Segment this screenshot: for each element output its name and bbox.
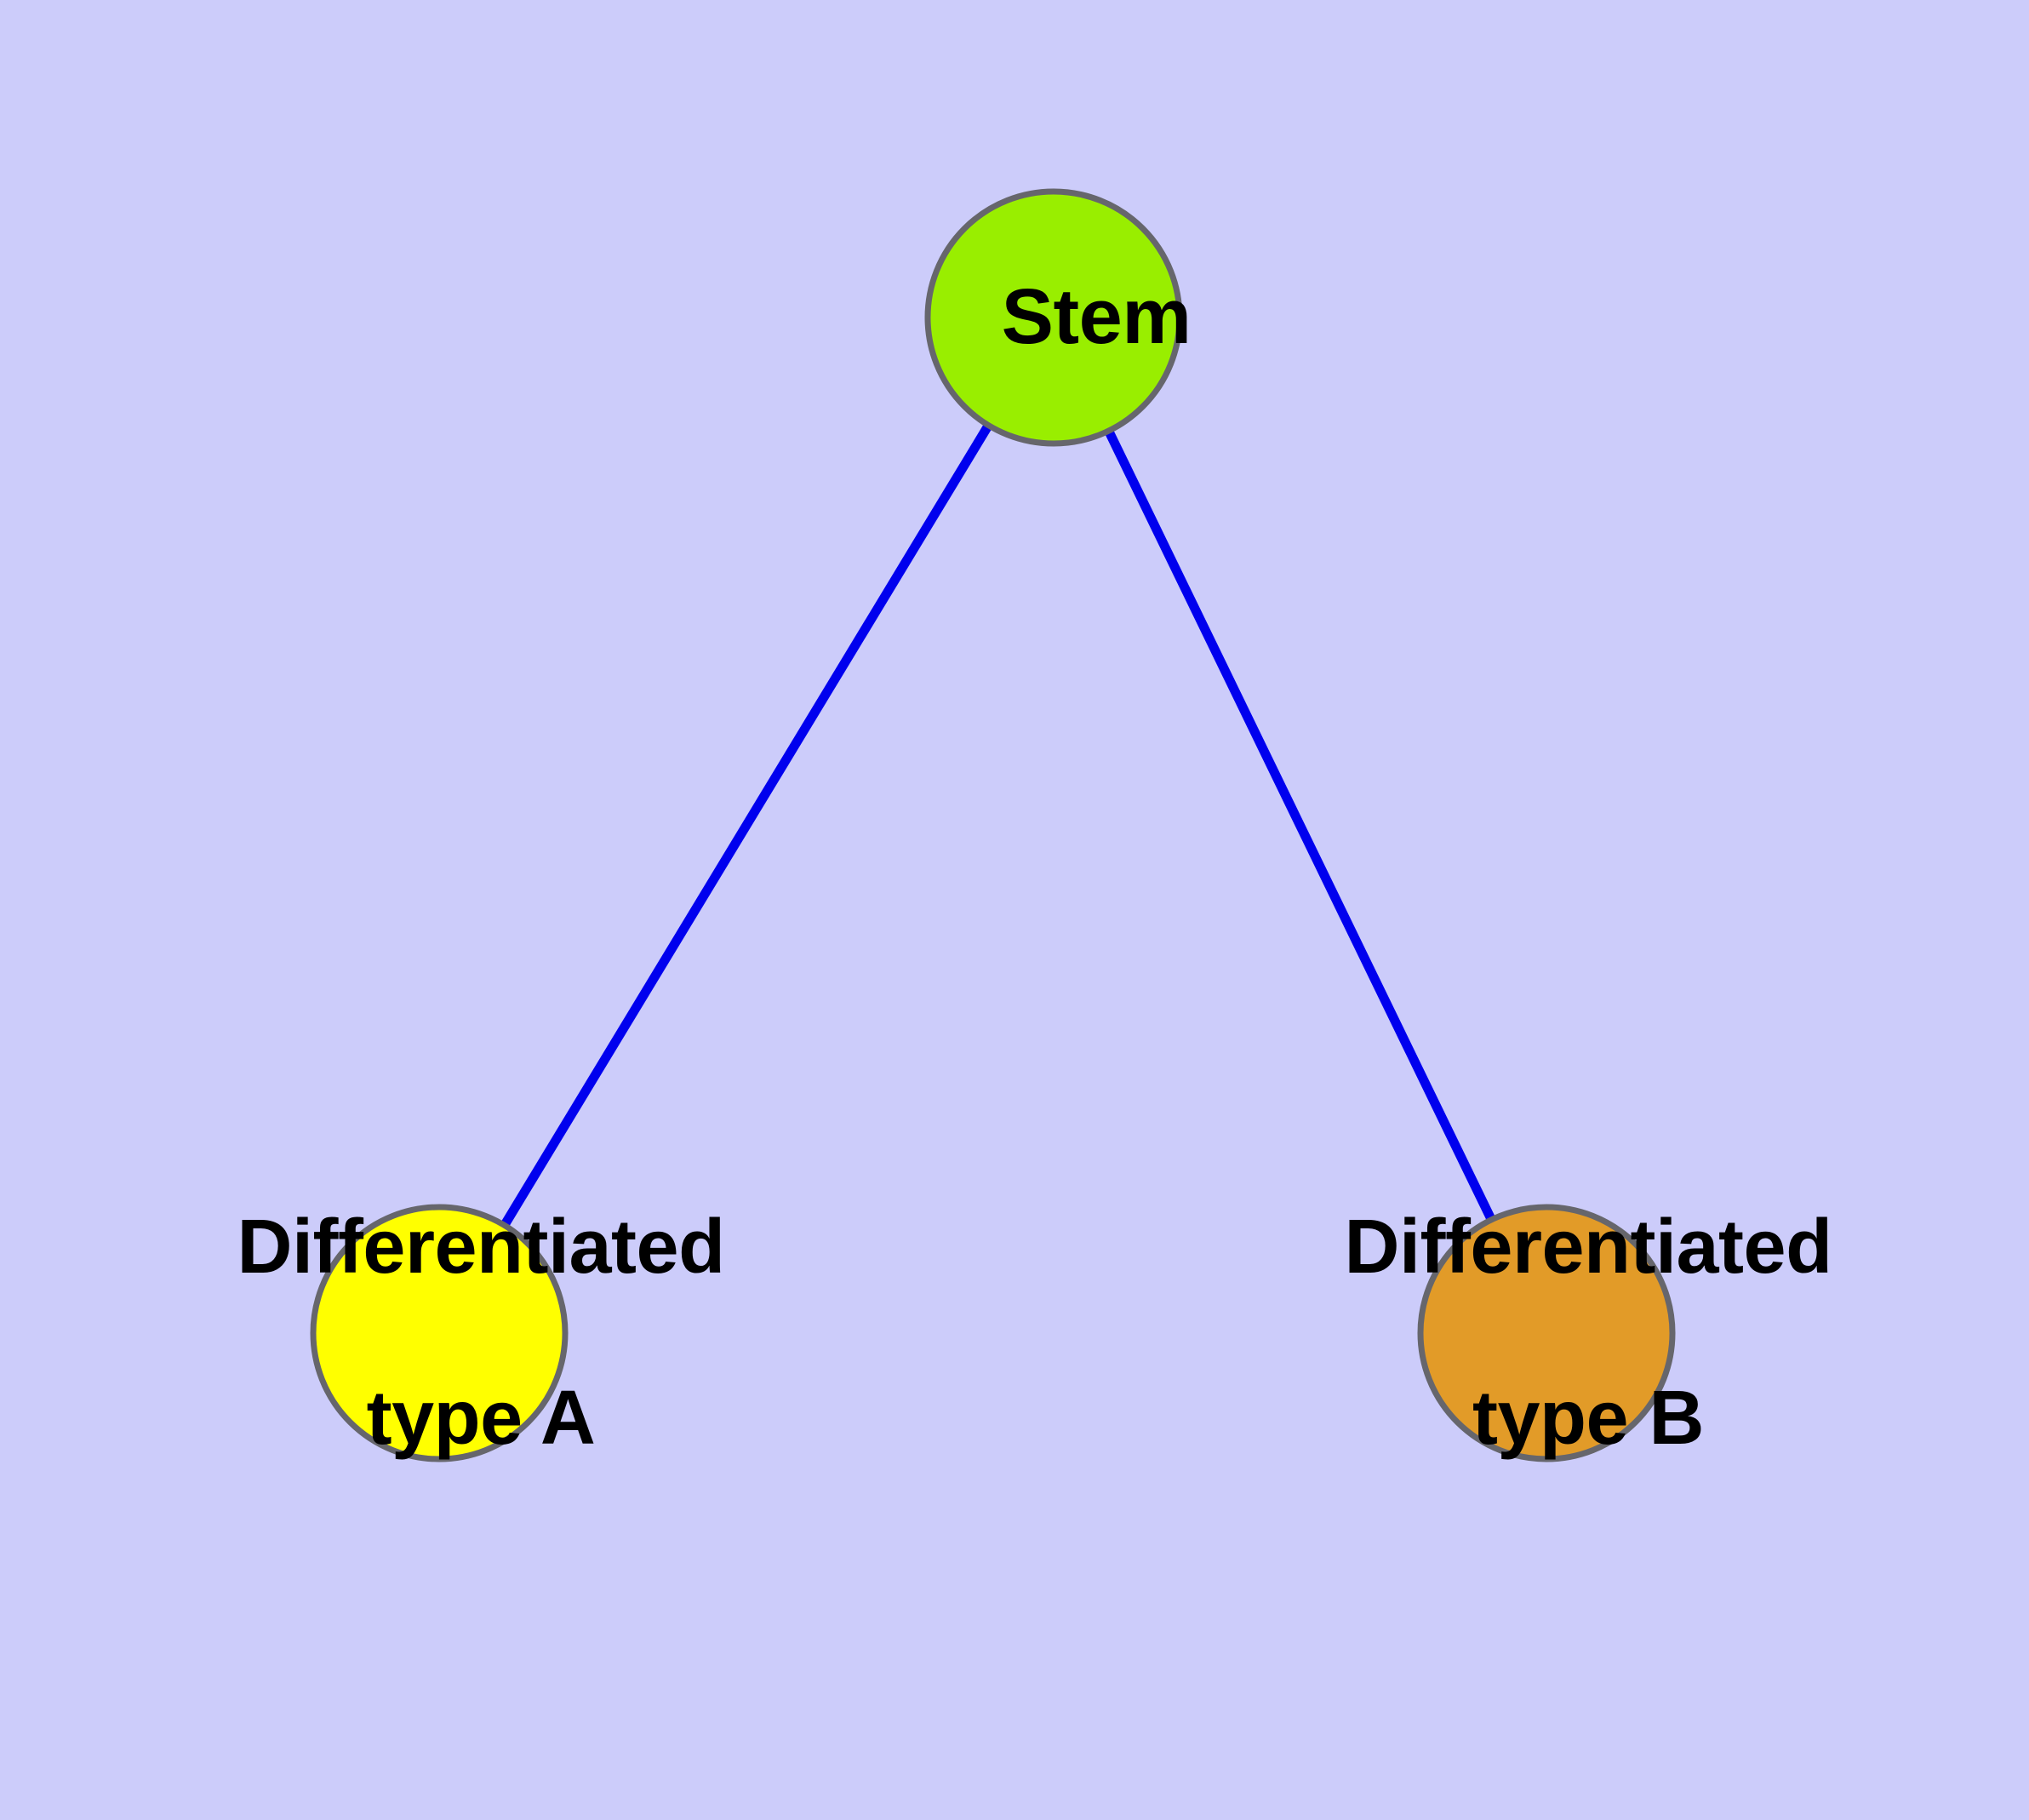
edge-stem-to-diff-a[interactable] — [499, 421, 994, 1229]
edge-layer — [499, 421, 1497, 1229]
node-differentiated-type-a[interactable] — [310, 1204, 569, 1462]
node-stem[interactable] — [924, 188, 1183, 447]
edge-stem-to-diff-b[interactable] — [1103, 426, 1497, 1224]
node-differentiated-type-b[interactable] — [1417, 1204, 1676, 1462]
node-layer — [310, 188, 1676, 1462]
